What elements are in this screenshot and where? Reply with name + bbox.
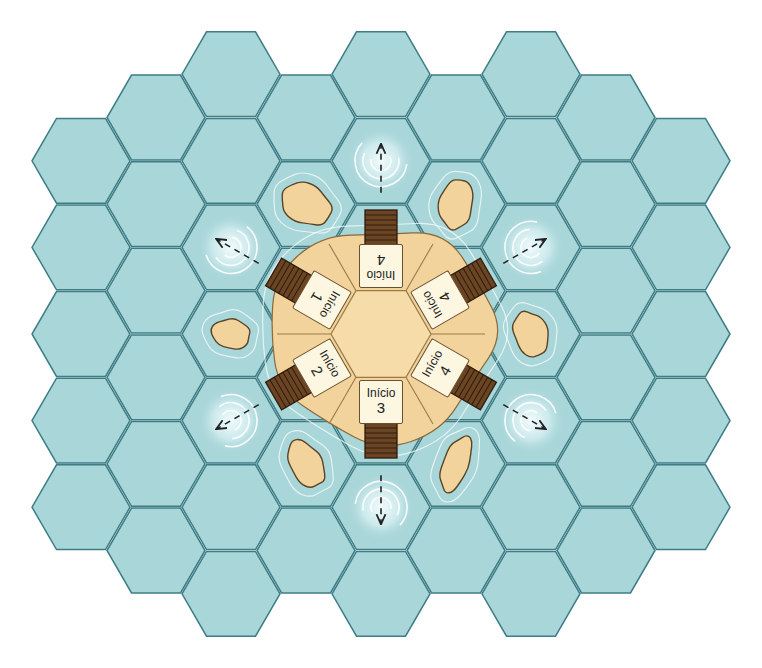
central-island <box>263 210 508 458</box>
start-tile: Início3 <box>359 380 403 424</box>
water-hex <box>632 118 730 203</box>
segment-line <box>277 333 331 334</box>
whirlpool-swirl <box>220 403 250 439</box>
water-ripple <box>503 303 557 366</box>
whirlpool-swirl <box>206 227 257 274</box>
whirlpool-swirl <box>521 411 537 431</box>
segment-line <box>431 333 485 334</box>
start-number: 4 <box>436 289 454 304</box>
whirlpool-swirl <box>221 395 257 447</box>
dock-plank <box>365 448 397 449</box>
dock-deck <box>365 210 397 246</box>
current-arrow <box>380 475 382 523</box>
small-island <box>211 319 250 349</box>
main-island <box>272 233 498 446</box>
current-arrow <box>380 145 382 193</box>
whirlpool-swirl <box>505 221 541 273</box>
dock-plank <box>365 235 397 236</box>
whirlpool <box>197 213 265 281</box>
current-arrow <box>217 239 259 263</box>
water-hexes <box>32 32 730 636</box>
whirlpool <box>197 387 265 455</box>
whirlpool-swirl <box>223 411 241 430</box>
small-island <box>438 180 473 230</box>
dock-plank <box>365 438 397 439</box>
small-island <box>440 436 472 493</box>
dock-plank <box>270 261 286 289</box>
whirlpool <box>347 127 415 195</box>
whirlpool-swirl <box>505 395 556 442</box>
dock-plank <box>365 453 397 454</box>
start-number: 3 <box>377 400 385 417</box>
current-arrow <box>503 239 545 263</box>
islands <box>202 171 557 502</box>
start-tile: Início4 <box>359 244 403 288</box>
small-island <box>288 440 325 488</box>
start-number: 4 <box>436 364 454 379</box>
water-ripple <box>279 431 333 497</box>
small-island <box>513 311 549 357</box>
dock-plank <box>476 380 492 408</box>
dock-plank <box>365 220 397 221</box>
dock <box>365 210 397 246</box>
water-hex <box>632 465 730 550</box>
water-hex <box>632 205 730 290</box>
start-label: Início <box>367 387 396 400</box>
water-ripple <box>431 428 480 503</box>
start-number: 1 <box>307 289 325 304</box>
whirlpool <box>497 387 565 455</box>
water-hex <box>632 292 730 377</box>
water-ripple <box>429 171 482 239</box>
dock-plank <box>365 225 397 226</box>
water-ripple <box>202 310 258 358</box>
whirlpool-swirl <box>216 231 249 266</box>
dock-plank <box>365 215 397 216</box>
water-ripple <box>263 223 508 456</box>
whirlpool-swirl <box>521 238 539 257</box>
start-tile: Início4 <box>410 338 470 398</box>
dock-plank <box>365 230 397 231</box>
current-arrow <box>503 405 545 429</box>
start-number: 2 <box>307 364 325 379</box>
dock <box>365 422 397 458</box>
water-ripple <box>274 173 341 233</box>
whirlpool <box>347 473 415 541</box>
whirlpool-swirl <box>225 237 241 257</box>
dock-plank <box>476 261 492 289</box>
whirlpools <box>197 127 565 541</box>
start-tile: Início4 <box>410 270 470 330</box>
dock-plank <box>365 428 397 429</box>
small-island <box>282 182 332 225</box>
whirlpool <box>497 213 565 281</box>
dock-plank <box>365 433 397 434</box>
start-tile: Início1 <box>292 270 352 330</box>
dock-deck <box>365 422 397 458</box>
start-label: Início <box>367 268 396 281</box>
whirlpool-swirl <box>513 403 546 438</box>
water-hex <box>632 378 730 463</box>
current-arrow <box>217 405 259 429</box>
start-tile: Início2 <box>292 338 352 398</box>
start-number: 4 <box>377 251 385 268</box>
dock-plank <box>270 380 286 408</box>
dock-plank <box>365 240 397 241</box>
dock-plank <box>365 443 397 444</box>
whirlpool-swirl <box>513 229 543 265</box>
